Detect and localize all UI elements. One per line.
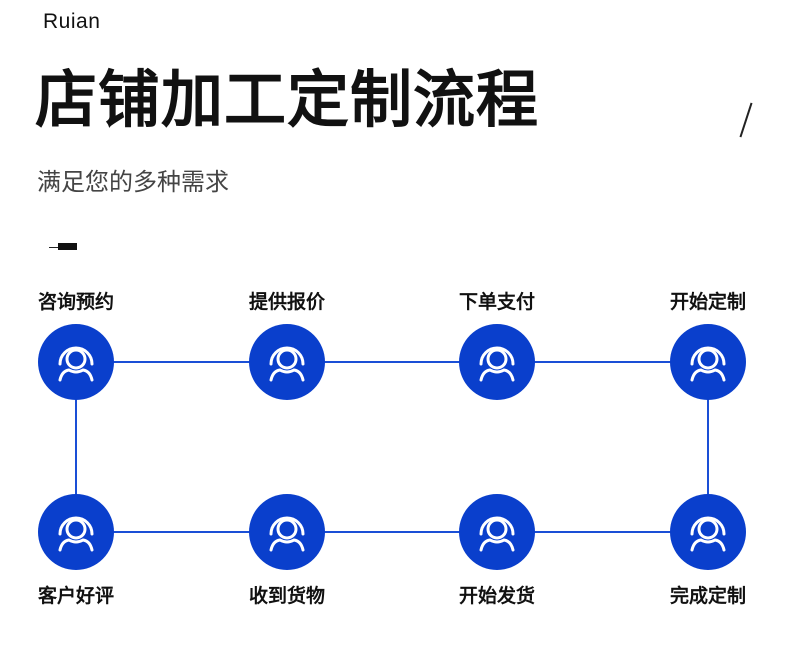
step-circle [670,494,746,570]
step-label: 完成定制 [669,585,746,607]
connector-right [707,362,709,532]
user-headset-icon [58,346,94,382]
user-headset-icon [58,516,94,552]
brand-name: Ruian [43,10,101,33]
step-circle [249,324,325,400]
user-headset-icon [690,346,726,382]
step-circle [38,494,114,570]
connector-left [75,362,77,532]
user-headset-icon [479,516,515,552]
user-headset-icon [269,346,305,382]
step-circle [459,494,535,570]
step-label: 咨询预约 [37,291,114,313]
step-label: 开始发货 [458,585,535,607]
step-label: 收到货物 [248,585,325,607]
connector-top [76,361,708,363]
step-label: 客户好评 [37,585,114,607]
slash-decoration [739,102,753,138]
step-label: 提供报价 [248,291,325,313]
bar-decoration [58,243,77,250]
step-label: 开始定制 [669,291,746,313]
step-circle [459,324,535,400]
step-circle [670,324,746,400]
user-headset-icon [479,346,515,382]
user-headset-icon [269,516,305,552]
step-label: 下单支付 [458,291,535,313]
step-circle [38,324,114,400]
page-subtitle: 满足您的多种需求 [37,168,229,196]
user-headset-icon [690,516,726,552]
dash-decoration [49,247,59,248]
connector-bottom [76,531,708,533]
page-title: 店铺加工定制流程 [35,63,540,136]
step-circle [249,494,325,570]
